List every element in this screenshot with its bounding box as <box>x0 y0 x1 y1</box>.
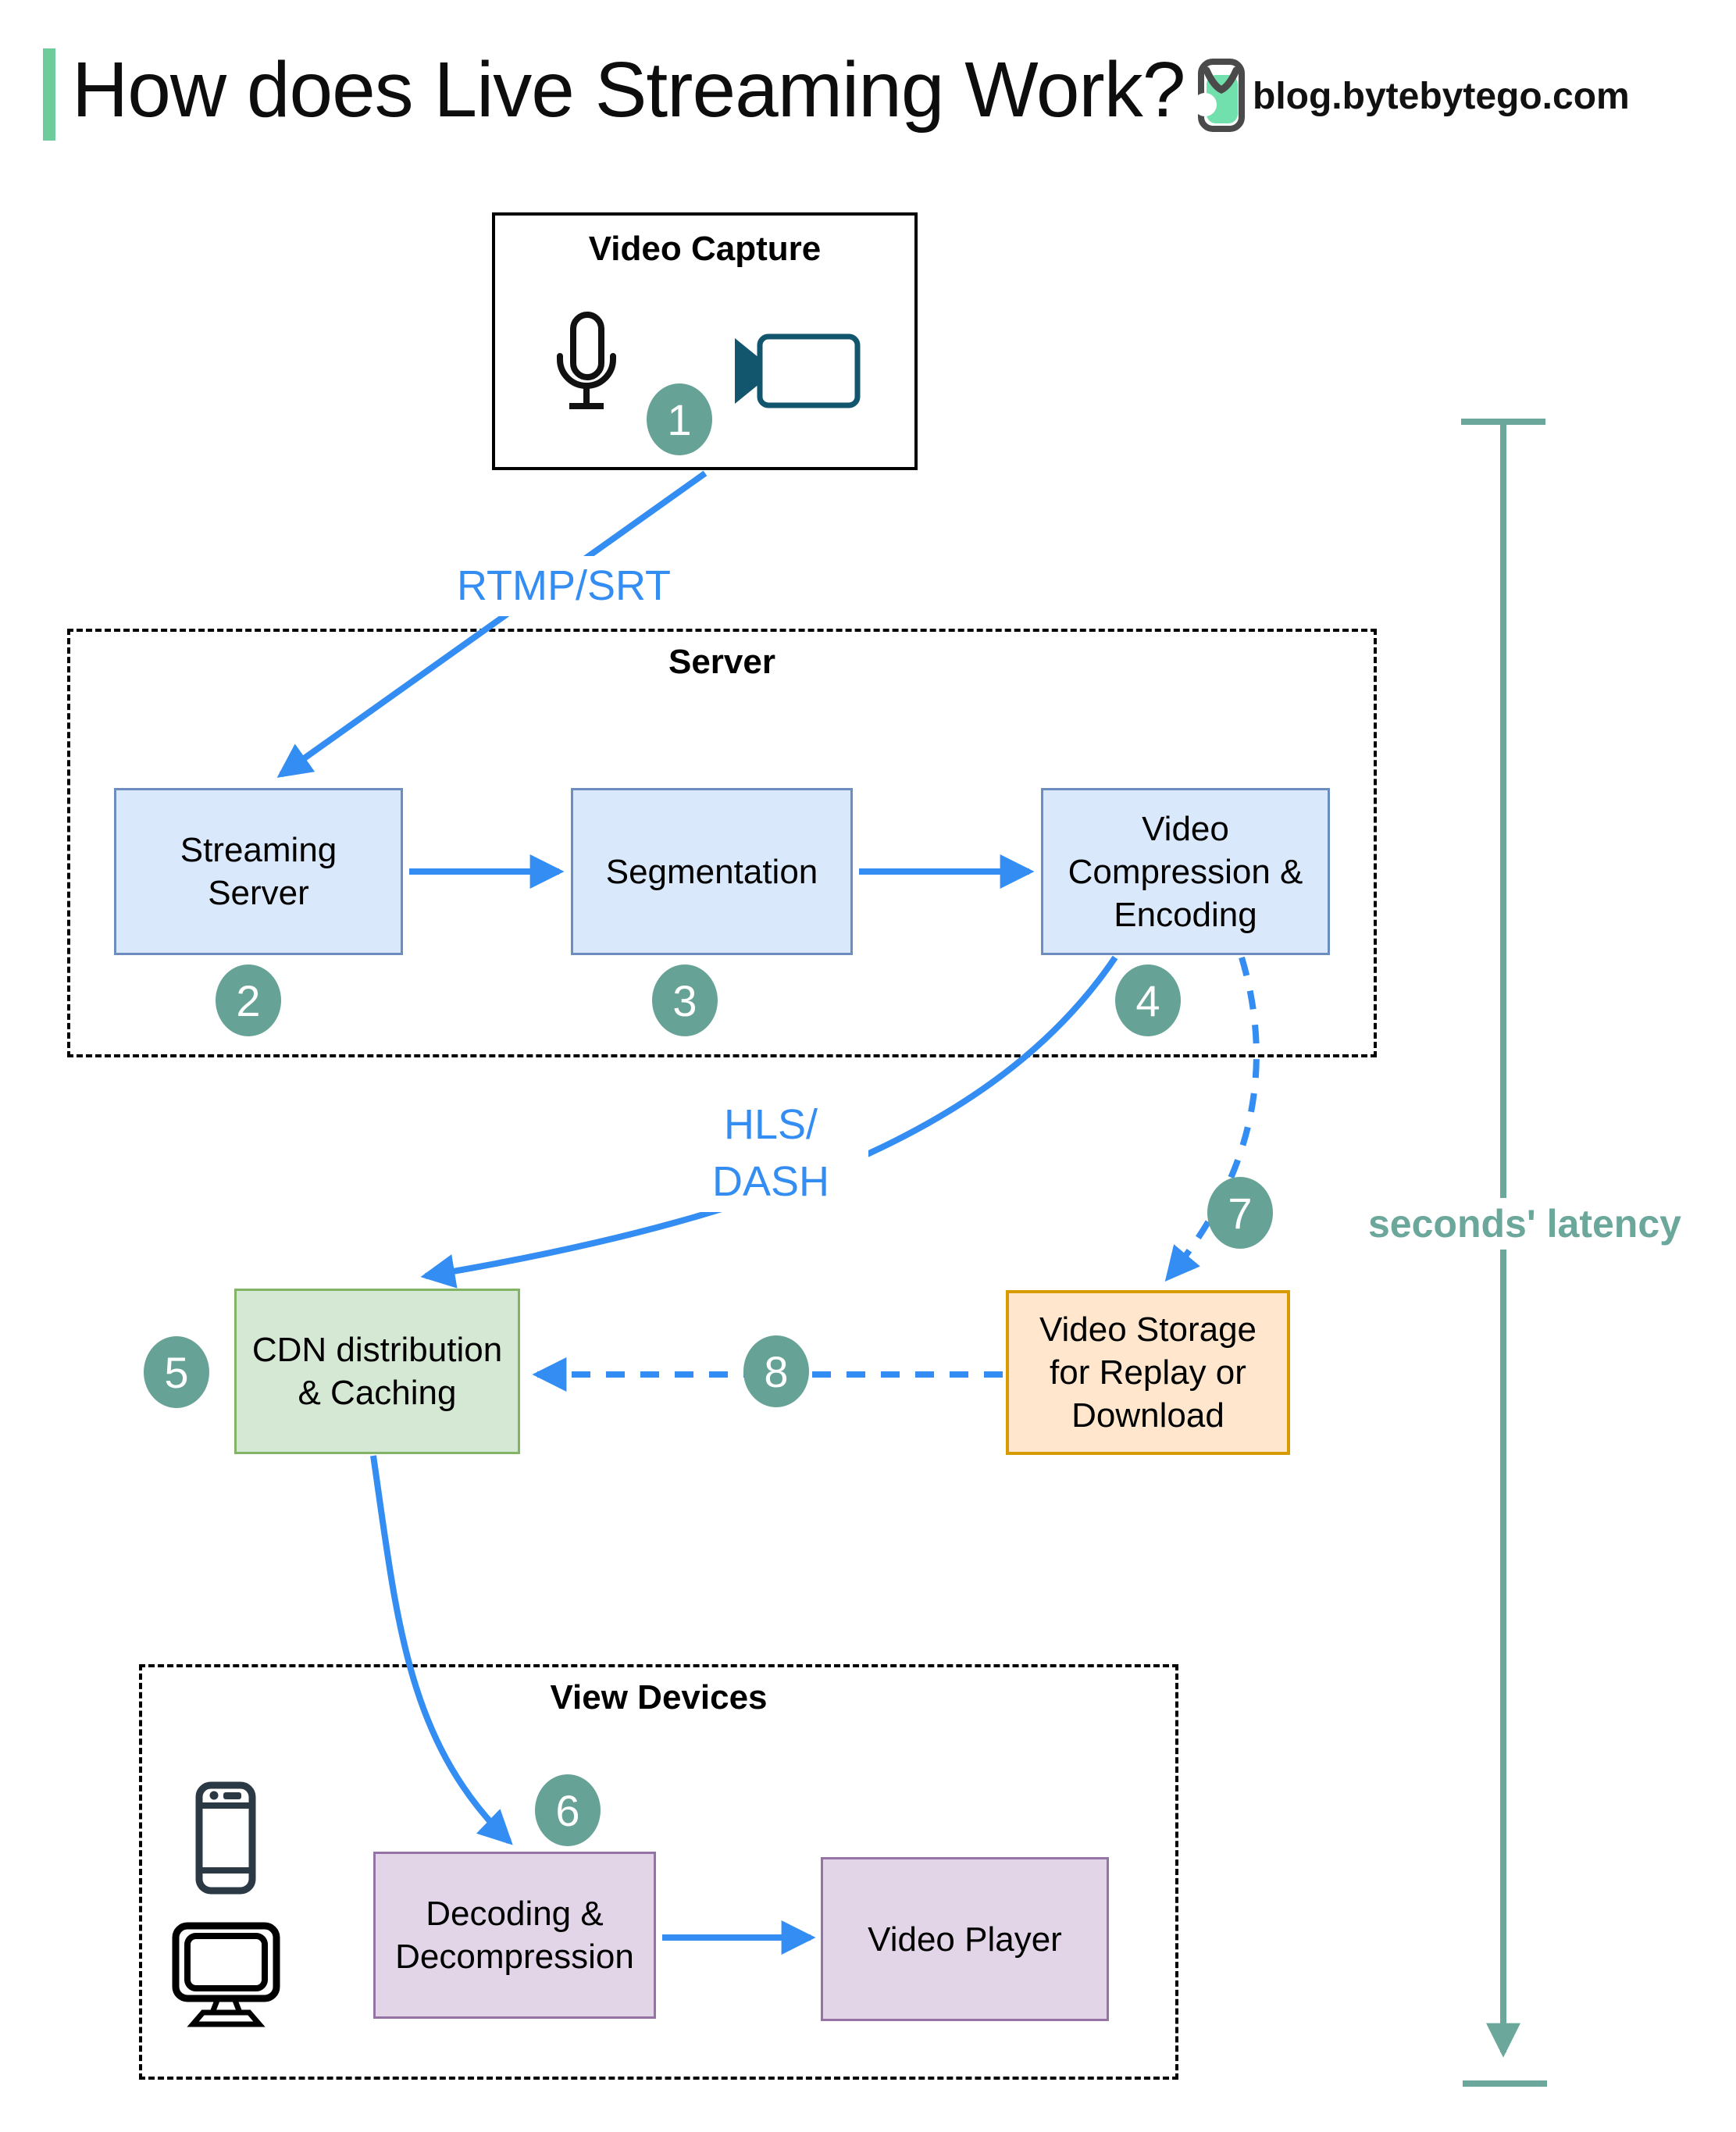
step-badge-4: 4 <box>1115 964 1181 1036</box>
video-player-label: Video Player <box>868 1920 1062 1959</box>
arrow-capture-to-streaming <box>276 470 708 778</box>
step-badge-3: 3 <box>652 964 718 1036</box>
step-badge-8: 8 <box>743 1335 809 1407</box>
streaming-server-label: Streaming Server <box>180 831 337 912</box>
view-devices-group-box: View Devices <box>139 1664 1178 2080</box>
decoding-node: Decoding & Decompression <box>373 1852 656 2019</box>
compression-encoding-node: Video Compression & Encoding <box>1041 788 1330 955</box>
view-devices-group-title: View Devices <box>550 1678 768 1717</box>
video-capture-title: Video Capture <box>588 230 822 268</box>
decoding-label: Decoding & Decompression <box>395 1895 634 1976</box>
delivery-protocol-line2: DASH <box>711 1157 830 1205</box>
cdn-node: CDN distribution & Caching <box>234 1289 520 1454</box>
arrow-compression-to-cdn <box>420 955 1118 1289</box>
step-badge-2: 2 <box>216 964 281 1036</box>
step-badge-5: 5 <box>144 1336 209 1408</box>
desktop-monitor-icon <box>172 1922 280 2027</box>
server-group-box: Server <box>67 629 1377 1057</box>
smartphone-icon <box>195 1781 256 1895</box>
ingest-protocol-label: RTMP/SRT <box>449 556 679 616</box>
arrow-compression-to-storage-dashed <box>1164 956 1260 1282</box>
streaming-server-node: Streaming Server <box>114 788 403 955</box>
page-title: How does Live Streaming Work? <box>72 46 1185 134</box>
title-accent-bar <box>43 48 55 141</box>
delivery-protocol-label: HLS/ DASH <box>673 1095 868 1212</box>
bytebytego-logo-icon <box>1197 59 1245 132</box>
video-capture-box: Video Capture <box>492 212 918 470</box>
compression-encoding-label: Video Compression & Encoding <box>1068 809 1303 934</box>
video-storage-label: Video Storage for Replay or Download <box>1039 1310 1257 1435</box>
cdn-label: CDN distribution & Caching <box>251 1331 503 1412</box>
step-badge-6: 6 <box>535 1774 601 1846</box>
microphone-icon <box>557 312 616 409</box>
segmentation-node: Segmentation <box>571 788 853 955</box>
step-badge-7: 7 <box>1207 1177 1273 1249</box>
video-storage-node: Video Storage for Replay or Download <box>1006 1290 1290 1455</box>
segmentation-label: Segmentation <box>605 852 818 891</box>
step-badge-1: 1 <box>647 383 712 455</box>
delivery-protocol-line1: HLS/ <box>723 1101 818 1148</box>
video-camera-icon <box>735 333 861 408</box>
video-player-node: Video Player <box>821 1857 1109 2021</box>
latency-label: seconds' latency <box>1360 1198 1689 1250</box>
site-url-label: blog.bytebytego.com <box>1253 76 1630 117</box>
server-group-title: Server <box>668 643 775 681</box>
arrow-cdn-to-decoding <box>370 1455 513 1845</box>
latency-measure-line <box>1461 419 1547 2087</box>
